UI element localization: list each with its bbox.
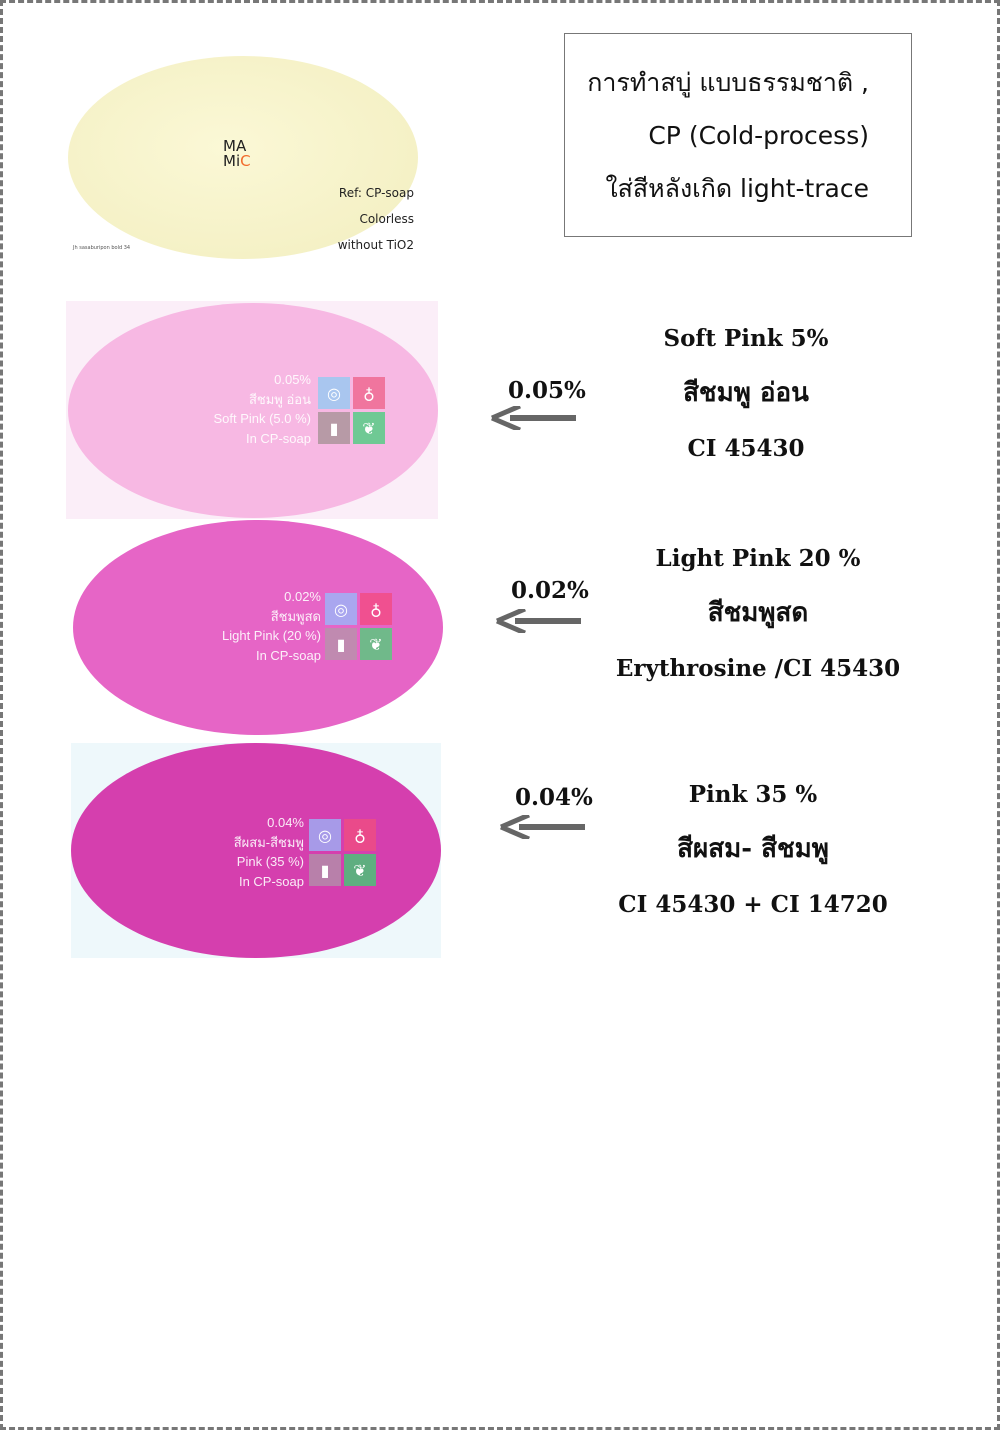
icon-grid-1: ◎ ♁ ▮ ❦ bbox=[318, 377, 385, 444]
title-box: การทำสบู่ แบบธรรมชาติ , CP (Cold-process… bbox=[564, 33, 912, 237]
arrow-left-icon bbox=[491, 406, 576, 430]
label-name: Light Pink (20 %) bbox=[222, 628, 321, 643]
label-pct: 0.05% bbox=[274, 372, 311, 387]
perfume-bottle-icon: ♁ bbox=[344, 819, 376, 851]
color-name: Pink 35 % bbox=[688, 781, 818, 808]
color-ci: CI 45430 + CI 14720 bbox=[618, 891, 888, 918]
title-line2: CP (Cold-process) bbox=[648, 121, 869, 150]
reference-soap bbox=[68, 56, 418, 259]
label-name: Soft Pink (5.0 %) bbox=[213, 411, 311, 426]
icon-grid-2: ◎ ♁ ▮ ❦ bbox=[325, 593, 392, 660]
color-thai: สีผสม- สีชมพู bbox=[677, 834, 829, 864]
description-3: Pink 35 % สีผสม- สีชมพู CI 45430 + CI 14… bbox=[603, 767, 903, 932]
label-base: In CP-soap bbox=[245, 430, 311, 446]
soap-label-2: 0.02% สีชมพูสด Light Pink (20 %) In CP-s… bbox=[163, 587, 321, 665]
soap-pink bbox=[71, 743, 441, 958]
leaf-icon: ❦ bbox=[344, 854, 376, 886]
soap-label-1: 0.05% สีชมพู อ่อน Soft Pink (5.0 %) In C… bbox=[153, 370, 311, 448]
label-pct: 0.04% bbox=[267, 815, 304, 830]
color-name: Soft Pink 5% bbox=[663, 325, 829, 352]
label-base: In CP-soap bbox=[255, 647, 321, 663]
perfume-bottle-icon: ♁ bbox=[360, 593, 392, 625]
color-thai: สีชมพูสด bbox=[707, 598, 809, 628]
description-1: Soft Pink 5% สีชมพู อ่อน CI 45430 bbox=[596, 311, 896, 476]
label-thai: สีชมพู อ่อน bbox=[248, 391, 311, 407]
arrow-left-icon bbox=[496, 609, 581, 633]
title-line1: การทำสบู่ แบบธรรมชาติ , bbox=[587, 68, 869, 97]
arrow-left-icon bbox=[500, 815, 585, 839]
percent-2: 0.02% bbox=[511, 577, 589, 604]
soap-bubbles-icon: ◎ bbox=[325, 593, 357, 625]
perfume-bottle-icon: ♁ bbox=[353, 377, 385, 409]
ref-small-note: Jh sasaburipon bold 34 bbox=[73, 245, 131, 251]
label-pct: 0.02% bbox=[284, 589, 321, 604]
ref-line2: Colorless bbox=[359, 212, 414, 226]
cosmetics-icon: ▮ bbox=[325, 628, 357, 660]
description-2: Light Pink 20 % สีชมพูสด Erythrosine /CI… bbox=[608, 531, 908, 696]
label-thai: สีผสม-สีชมพู bbox=[233, 834, 304, 850]
percent-1: 0.05% bbox=[508, 377, 586, 404]
label-name: Pink (35 %) bbox=[236, 854, 304, 869]
soap-label-3: 0.04% สีผสม-สีชมพู Pink (35 %) In CP-soa… bbox=[146, 813, 304, 891]
cosmetics-icon: ▮ bbox=[309, 854, 341, 886]
color-ci: Erythrosine /CI 45430 bbox=[615, 655, 901, 682]
leaf-icon: ❦ bbox=[360, 628, 392, 660]
color-ci: CI 45430 bbox=[687, 435, 805, 462]
leaf-icon: ❦ bbox=[353, 412, 385, 444]
color-name: Light Pink 20 % bbox=[655, 545, 861, 572]
title-line3: ใส่สีหลังเกิด light-trace bbox=[605, 174, 869, 203]
soap-soft-pink bbox=[68, 303, 438, 518]
label-thai: สีชมพูสด bbox=[270, 608, 321, 624]
icon-grid-3: ◎ ♁ ▮ ❦ bbox=[309, 819, 376, 886]
percent-3: 0.04% bbox=[515, 784, 593, 811]
ref-line1: Ref: CP-soap bbox=[338, 186, 414, 200]
label-base: In CP-soap bbox=[238, 873, 304, 889]
ref-line3: without TiO2 bbox=[337, 238, 414, 252]
soap-bubbles-icon: ◎ bbox=[318, 377, 350, 409]
soap-bubbles-icon: ◎ bbox=[309, 819, 341, 851]
color-thai: สีชมพู อ่อน bbox=[683, 378, 809, 408]
soap-light-pink bbox=[73, 520, 443, 735]
cosmetics-icon: ▮ bbox=[318, 412, 350, 444]
reference-label: Ref: CP-soap Colorless without TiO2 bbox=[303, 180, 414, 258]
